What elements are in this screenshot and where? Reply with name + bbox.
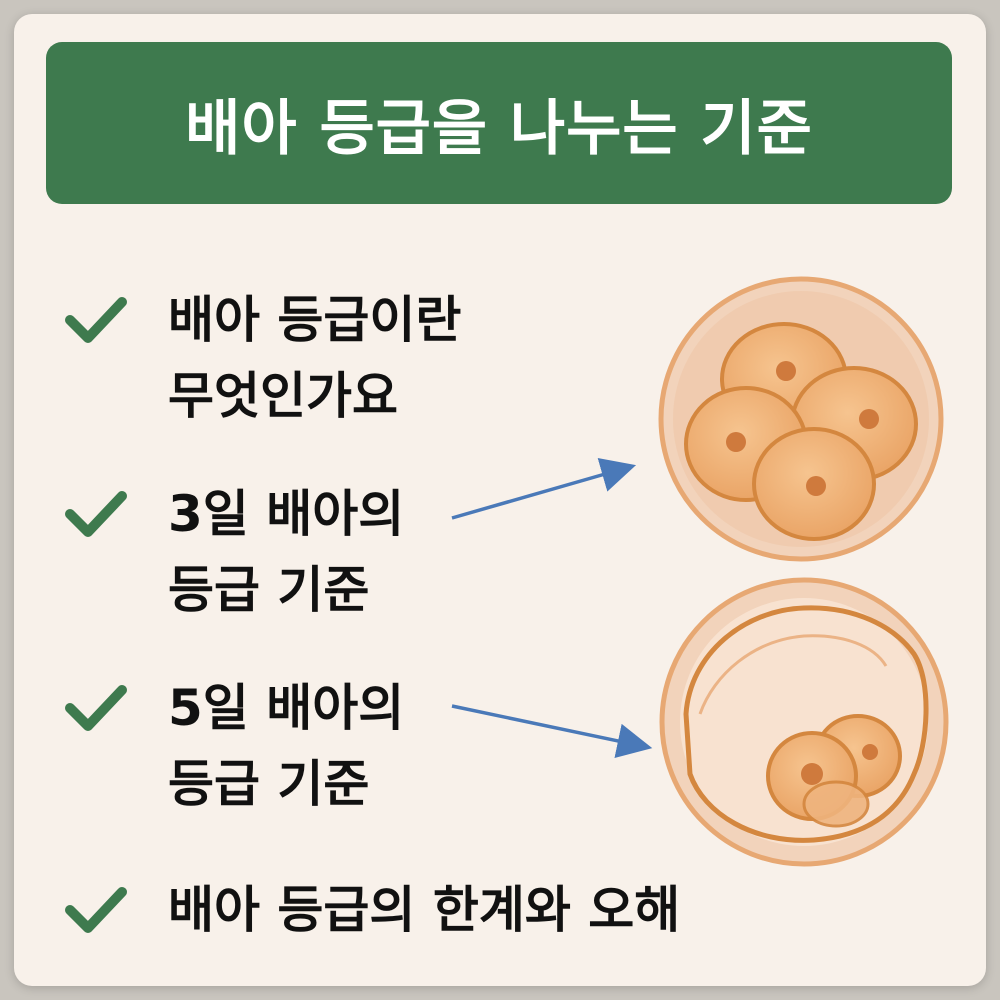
list-item-label: 3일 배아의 <box>168 485 405 543</box>
arrow-icon <box>451 704 653 759</box>
check-icon <box>65 297 127 343</box>
check-icon <box>65 491 127 537</box>
arrow-icon <box>451 457 637 520</box>
title-banner: 배아 등급을 나누는 기준 <box>46 42 952 204</box>
list-item: 3일 배아의 등급 기준 <box>62 476 404 628</box>
list-item-label: 무엇인가요 <box>168 367 398 425</box>
list-item-label: 등급 기준 <box>168 561 370 619</box>
list-item: 배아 등급의 한계와 오해 <box>62 872 680 948</box>
check-icon <box>65 685 127 731</box>
list-item-label: 등급 기준 <box>168 755 370 813</box>
list-item: 5일 배아의 등급 기준 <box>62 670 404 822</box>
day5-blastocyst-illustration <box>659 577 949 867</box>
check-icon <box>65 887 127 933</box>
list-item: 배아 등급이란 무엇인가요 <box>62 282 461 434</box>
list-item-label: 배아 등급의 한계와 오해 <box>168 881 681 939</box>
list-item-label: 5일 배아의 <box>168 679 405 737</box>
content-card: 배아 등급을 나누는 기준 배아 등급이란 무엇인가요 3일 배아의 등급 기준… <box>14 14 986 986</box>
page-title: 배아 등급을 나누는 기준 <box>185 93 813 164</box>
list-item-label: 배아 등급이란 <box>168 291 462 349</box>
day3-embryo-illustration <box>658 276 944 562</box>
